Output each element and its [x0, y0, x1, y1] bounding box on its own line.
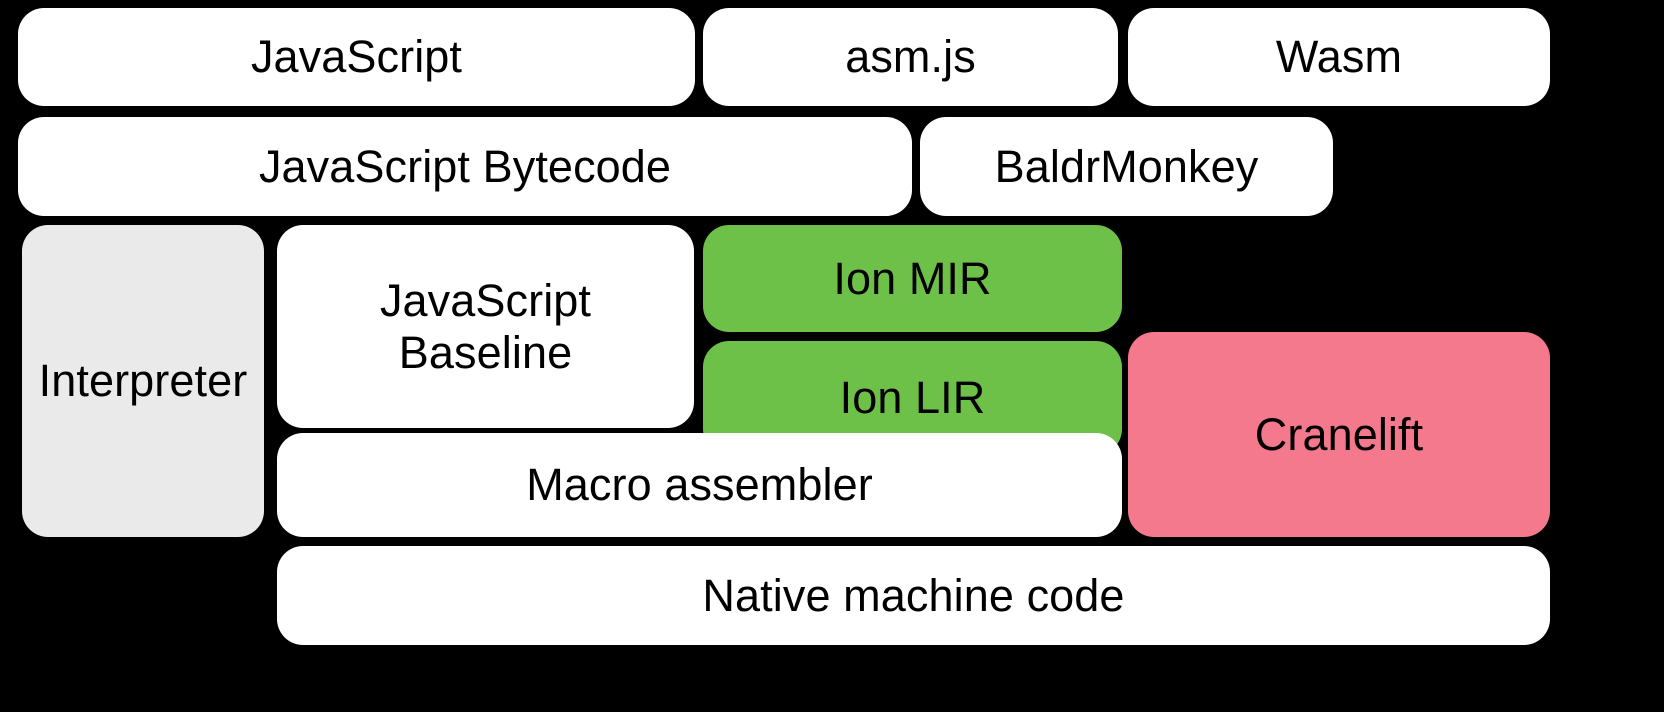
- diagram-node-native-machine-code: Native machine code: [277, 546, 1550, 645]
- diagram-node-ion-mir: Ion MIR: [703, 225, 1122, 332]
- diagram-node-javascript-bytecode: JavaScript Bytecode: [18, 117, 912, 216]
- diagram-node-cranelift: Cranelift: [1128, 332, 1550, 537]
- diagram-node-interpreter: Interpreter: [22, 225, 264, 537]
- diagram-node-macro-assembler: Macro assembler: [277, 433, 1122, 537]
- diagram-node-javascript: JavaScript: [18, 8, 695, 106]
- diagram-node-javascript-baseline: JavaScript Baseline: [277, 225, 694, 428]
- diagram-node-asmjs: asm.js: [703, 8, 1118, 106]
- diagram-node-baldrmonkey: BaldrMonkey: [920, 117, 1333, 216]
- diagram-node-wasm: Wasm: [1128, 8, 1550, 106]
